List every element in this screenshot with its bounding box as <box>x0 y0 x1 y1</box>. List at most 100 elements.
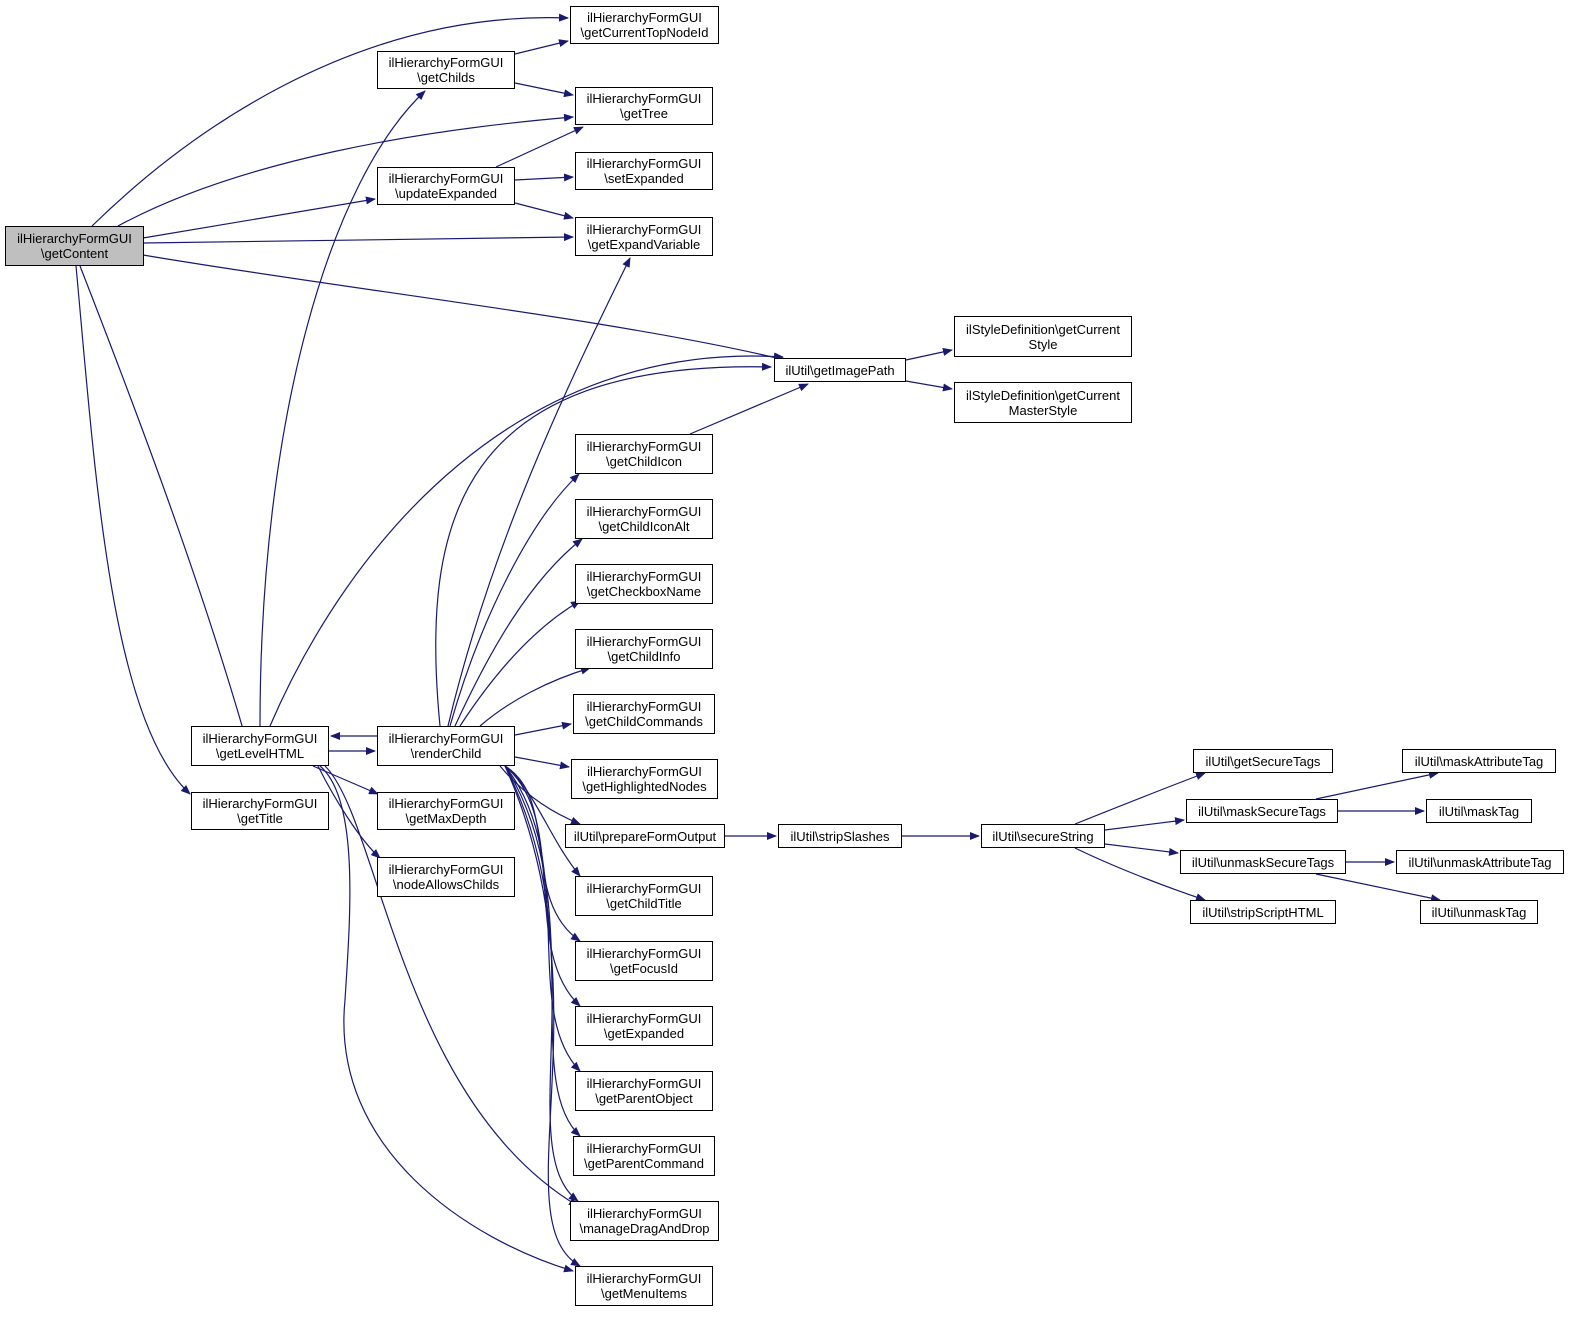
node-get-content[interactable]: ilHierarchyFormGUI\getContent <box>5 226 144 266</box>
node-get-max-depth[interactable]: ilHierarchyFormGUI\getMaxDepth <box>377 792 515 830</box>
edge-update-expanded-to-get-tree <box>495 126 584 168</box>
node-get-checkbox-name[interactable]: ilHierarchyFormGUI\getCheckboxName <box>575 564 713 604</box>
node-label-line: \getChilds <box>417 70 475 85</box>
node-label-line: ilHierarchyFormGUI <box>586 91 702 106</box>
node-label-line: \getTree <box>620 106 668 121</box>
node-get-level-html[interactable]: ilHierarchyFormGUI\getLevelHTML <box>191 726 329 766</box>
node-mask-attribute-tag[interactable]: ilUtil\maskAttributeTag <box>1402 749 1556 773</box>
node-update-expanded[interactable]: ilHierarchyFormGUI\updateExpanded <box>377 167 515 205</box>
node-label-line: \getExpanded <box>603 1026 685 1041</box>
node-label-line: ilUtil\maskTag <box>1438 803 1520 819</box>
node-label-line: \getMaxDepth <box>405 811 487 826</box>
node-strip-slashes[interactable]: ilUtil\stripSlashes <box>778 824 902 848</box>
edge-render-child-to-get-parent-command <box>504 765 581 1137</box>
node-label-line: \getChildTitle <box>606 896 682 911</box>
node-get-child-commands[interactable]: ilHierarchyFormGUI\getChildCommands <box>573 694 715 734</box>
edge-get-content-to-get-current-top-node-id <box>91 13 569 227</box>
node-node-allows-childs[interactable]: ilHierarchyFormGUI\nodeAllowsChilds <box>377 857 515 897</box>
node-label-line: ilHierarchyFormGUI <box>586 1011 702 1026</box>
node-label-line: ilHierarchyFormGUI <box>586 634 702 649</box>
edge-render-child-to-get-child-icon-alt <box>454 538 583 727</box>
edge-update-expanded-to-set-expanded <box>514 173 574 182</box>
edge-get-image-path-to-get-current-master-style <box>905 380 953 392</box>
node-mask-tag[interactable]: ilUtil\maskTag <box>1426 799 1532 823</box>
node-label-line: \nodeAllowsChilds <box>392 877 500 892</box>
node-get-expand-variable[interactable]: ilHierarchyFormGUI\getExpandVariable <box>575 217 713 256</box>
node-label-line: ilUtil\maskAttributeTag <box>1414 753 1544 769</box>
node-label-line: ilUtil\unmaskTag <box>1431 904 1527 920</box>
node-get-expanded[interactable]: ilHierarchyFormGUI\getExpanded <box>575 1006 713 1046</box>
edge-render-child-to-get-menu-items <box>504 765 581 1267</box>
node-label-line: ilHierarchyFormGUI <box>586 1271 702 1286</box>
node-label-line: ilHierarchyFormGUI <box>388 796 504 811</box>
edge-get-content-to-update-expanded <box>142 196 376 239</box>
node-label-line: ilHierarchyFormGUI <box>586 881 702 896</box>
node-get-menu-items[interactable]: ilHierarchyFormGUI\getMenuItems <box>575 1266 713 1306</box>
node-label-line: ilHierarchyFormGUI <box>17 231 132 246</box>
edge-secure-string-to-unmask-secure-tags <box>1104 843 1179 856</box>
node-unmask-secure-tags[interactable]: ilUtil\unmaskSecureTags <box>1180 850 1346 874</box>
node-get-childs[interactable]: ilHierarchyFormGUI\getChilds <box>377 51 515 89</box>
node-render-child[interactable]: ilHierarchyFormGUI\renderChild <box>377 726 515 766</box>
node-get-title[interactable]: ilHierarchyFormGUI\getTitle <box>191 792 329 830</box>
edge-update-expanded-to-get-expand-variable <box>514 202 574 220</box>
node-set-expanded[interactable]: ilHierarchyFormGUI\setExpanded <box>575 152 713 190</box>
edge-get-image-path-to-get-current-style <box>905 348 953 361</box>
edge-get-childs-to-get-tree <box>514 82 574 98</box>
edge-get-content-to-get-tree <box>117 113 574 227</box>
node-get-child-icon[interactable]: ilHierarchyFormGUI\getChildIcon <box>575 434 713 474</box>
edge-unmask-secure-tags-to-unmask-tag <box>1315 873 1441 903</box>
node-get-child-icon-alt[interactable]: ilHierarchyFormGUI\getChildIconAlt <box>575 499 713 539</box>
node-label-line: \getCheckboxName <box>586 584 702 599</box>
node-label-line: ilUtil\unmaskAttributeTag <box>1408 854 1552 870</box>
node-secure-string[interactable]: ilUtil\secureString <box>981 824 1105 848</box>
node-label-line: \getChildIcon <box>606 454 682 469</box>
node-get-current-top-node-id[interactable]: ilHierarchyFormGUI\getCurrentTopNodeId <box>570 6 719 44</box>
node-get-secure-tags[interactable]: ilUtil\getSecureTags <box>1193 749 1333 773</box>
node-label-line: \getCurrentTopNodeId <box>580 25 709 40</box>
edge-render-child-to-get-expand-variable <box>447 257 631 727</box>
edge-get-content-to-get-title <box>75 265 191 795</box>
edge-get-level-html-to-get-menu-items <box>319 765 574 1273</box>
node-prepare-form-output[interactable]: ilUtil\prepareFormOutput <box>565 824 725 848</box>
node-label-line: ilHierarchyFormGUI <box>388 171 504 186</box>
node-manage-drag-and-drop[interactable]: ilHierarchyFormGUI\manageDragAndDrop <box>570 1201 719 1241</box>
edge-get-level-html-to-get-image-path <box>269 352 784 727</box>
node-label-line: ilUtil\unmaskSecureTags <box>1191 854 1335 870</box>
node-label-line: ilHierarchyFormGUI <box>587 1206 702 1221</box>
edge-render-child-to-get-child-commands <box>514 721 572 736</box>
node-get-image-path[interactable]: ilUtil\getImagePath <box>774 358 906 382</box>
node-get-tree[interactable]: ilHierarchyFormGUI\getTree <box>575 87 713 125</box>
node-label-line: ilHierarchyFormGUI <box>202 731 318 746</box>
edge-get-content-to-get-level-html <box>79 265 247 737</box>
edge-get-level-html-to-get-childs <box>259 90 426 727</box>
node-unmask-attribute-tag[interactable]: ilUtil\unmaskAttributeTag <box>1396 850 1564 874</box>
node-label-line: ilHierarchyFormGUI <box>586 439 702 454</box>
node-get-parent-object[interactable]: ilHierarchyFormGUI\getParentObject <box>575 1071 713 1111</box>
node-unmask-tag[interactable]: ilUtil\unmaskTag <box>1420 900 1538 924</box>
node-get-parent-command[interactable]: ilHierarchyFormGUI\getParentCommand <box>573 1136 715 1176</box>
node-label-line: ilHierarchyFormGUI <box>586 1076 702 1091</box>
node-label-line: \getParentObject <box>595 1091 693 1106</box>
node-label-line: \manageDragAndDrop <box>579 1221 710 1236</box>
edge-get-childs-to-get-current-top-node-id <box>514 39 569 55</box>
node-get-child-info[interactable]: ilHierarchyFormGUI\getChildInfo <box>575 629 713 669</box>
node-label-line: ilStyleDefinition\getCurrent <box>966 321 1120 337</box>
edge-render-child-to-manage-drag-and-drop <box>504 765 579 1202</box>
node-label-line: ilHierarchyFormGUI <box>586 156 702 171</box>
node-get-focus-id[interactable]: ilHierarchyFormGUI\getFocusId <box>575 941 713 981</box>
node-mask-secure-tags[interactable]: ilUtil\maskSecureTags <box>1186 799 1338 823</box>
edge-secure-string-to-mask-secure-tags <box>1104 817 1185 831</box>
node-label-line: ilHierarchyFormGUI <box>202 796 318 811</box>
node-strip-script-html[interactable]: ilUtil\stripScriptHTML <box>1190 900 1336 924</box>
edge-get-level-html-to-get-max-depth <box>312 765 379 795</box>
node-label-line: \getChildIconAlt <box>598 519 690 534</box>
node-get-highlighted-nodes[interactable]: ilHierarchyFormGUI\getHighlightedNodes <box>571 759 718 799</box>
node-get-child-title[interactable]: ilHierarchyFormGUI\getChildTitle <box>575 876 713 916</box>
edge-secure-string-to-get-secure-tags <box>1074 772 1206 825</box>
node-label-line: ilUtil\stripScriptHTML <box>1202 904 1324 920</box>
edge-render-child-to-get-child-info <box>479 666 591 727</box>
